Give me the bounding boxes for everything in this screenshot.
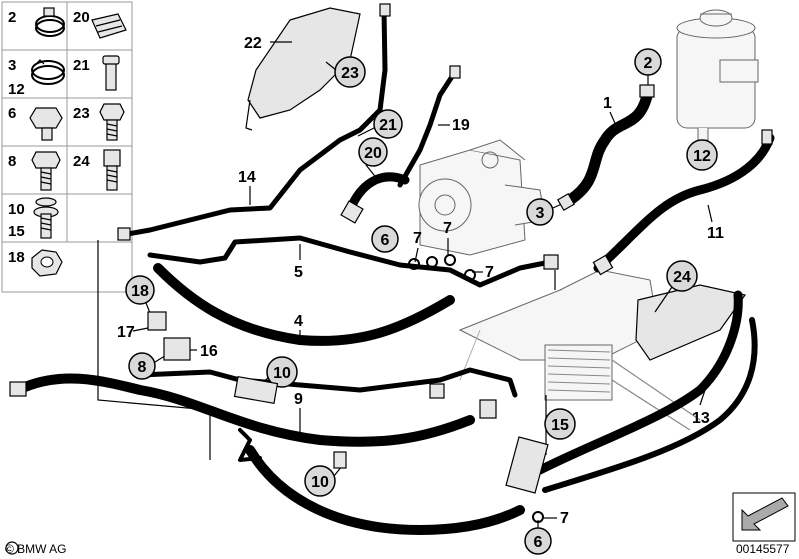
hose-clamp-icon bbox=[35, 7, 65, 37]
svg-text:21: 21 bbox=[379, 117, 397, 134]
hose-lines bbox=[13, 7, 775, 535]
callout-circle: 10 bbox=[266, 356, 298, 388]
svg-text:10: 10 bbox=[273, 365, 291, 382]
steering-pump bbox=[418, 139, 546, 256]
svg-text:2: 2 bbox=[644, 55, 653, 72]
callout-circle: 10 bbox=[304, 465, 336, 497]
bracket-clip-icon bbox=[91, 13, 127, 39]
callout-label: 17 bbox=[117, 324, 135, 341]
callout-label: 13 bbox=[692, 410, 710, 427]
callout-label: 4 bbox=[294, 313, 303, 330]
callout-circle: 8 bbox=[128, 352, 156, 380]
callout-label: 9 bbox=[294, 391, 303, 408]
svg-text:6: 6 bbox=[534, 534, 543, 551]
footer: © BMW AG 00145577 bbox=[5, 492, 796, 556]
flange-screw-icon bbox=[33, 197, 59, 239]
legend-label: 18 bbox=[8, 249, 25, 266]
legend-label: 24 bbox=[73, 153, 90, 170]
callout-label: 7 bbox=[560, 510, 569, 527]
callout-label: 7 bbox=[443, 220, 452, 237]
legend-label: 3 bbox=[8, 57, 16, 74]
callout-label: 1 bbox=[603, 95, 612, 112]
svg-text:12: 12 bbox=[693, 148, 711, 165]
ring-clamp-icon bbox=[31, 59, 65, 85]
fittings bbox=[9, 3, 773, 523]
svg-text:10: 10 bbox=[311, 474, 329, 491]
callout-label: 14 bbox=[238, 169, 256, 186]
legend-label: 10 bbox=[8, 201, 25, 218]
callout-circle: 6 bbox=[371, 225, 399, 253]
fluid-reservoir bbox=[676, 9, 759, 141]
bmw-logo-icon bbox=[5, 541, 19, 555]
svg-text:3: 3 bbox=[536, 205, 545, 222]
callout-circle: 24 bbox=[666, 260, 698, 292]
callout-circle: 2 bbox=[634, 48, 662, 76]
callout-label: 19 bbox=[452, 117, 470, 134]
svg-text:6: 6 bbox=[381, 232, 390, 249]
hex-screw-icon bbox=[31, 151, 61, 191]
hollow-bolt-icon bbox=[102, 55, 120, 91]
svg-text:18: 18 bbox=[131, 283, 149, 300]
legend-label: 21 bbox=[73, 57, 90, 74]
legend-label: 2 bbox=[8, 9, 16, 26]
callout-circle: 21 bbox=[373, 109, 403, 139]
heat-shield bbox=[247, 7, 361, 119]
callout-circle: 15 bbox=[544, 408, 576, 440]
diagram-number: 00145577 bbox=[736, 542, 790, 556]
callout-circle: 23 bbox=[334, 56, 366, 88]
svg-text:8: 8 bbox=[138, 359, 147, 376]
parts-legend: 2 20 3 12 21 6 23 8 24 10 15 18 bbox=[1, 1, 133, 293]
svg-text:23: 23 bbox=[341, 65, 359, 82]
callout-label: 7 bbox=[413, 230, 422, 247]
callout-circle: 3 bbox=[526, 198, 554, 226]
callout-circle: 12 bbox=[686, 139, 718, 171]
callout-label: 11 bbox=[707, 225, 724, 242]
svg-text:24: 24 bbox=[673, 269, 691, 286]
hex-bolt-icon bbox=[99, 103, 125, 141]
direction-arrow-icon bbox=[732, 492, 796, 542]
legend-label: 23 bbox=[73, 105, 90, 122]
callout-circle: 18 bbox=[125, 275, 155, 305]
callout-circle: 6 bbox=[524, 527, 552, 555]
callout-label: 22 bbox=[244, 35, 262, 52]
callout-label: 7 bbox=[485, 264, 494, 281]
callout-label: 5 bbox=[294, 264, 303, 281]
svg-text:15: 15 bbox=[551, 417, 569, 434]
legend-label: 12 bbox=[8, 81, 25, 98]
mounting-bracket bbox=[635, 284, 747, 361]
hex-nut-icon bbox=[31, 249, 63, 277]
callout-circle: 20 bbox=[358, 137, 388, 167]
svg-text:20: 20 bbox=[364, 145, 382, 162]
callout-label: 16 bbox=[200, 343, 218, 360]
steering-rack bbox=[458, 269, 701, 431]
legend-label: 15 bbox=[8, 223, 25, 240]
brand-label: © BMW AG bbox=[5, 542, 67, 556]
torx-bolt-icon bbox=[103, 149, 121, 191]
callouts: 22 1 19 14 11 7 7 5 7 4 17 16 9 13 7 bbox=[117, 35, 724, 555]
legend-label: 8 bbox=[8, 153, 16, 170]
legend-label: 6 bbox=[8, 105, 16, 122]
legend-label: 20 bbox=[73, 9, 90, 26]
banjo-bolt-icon bbox=[29, 107, 63, 141]
